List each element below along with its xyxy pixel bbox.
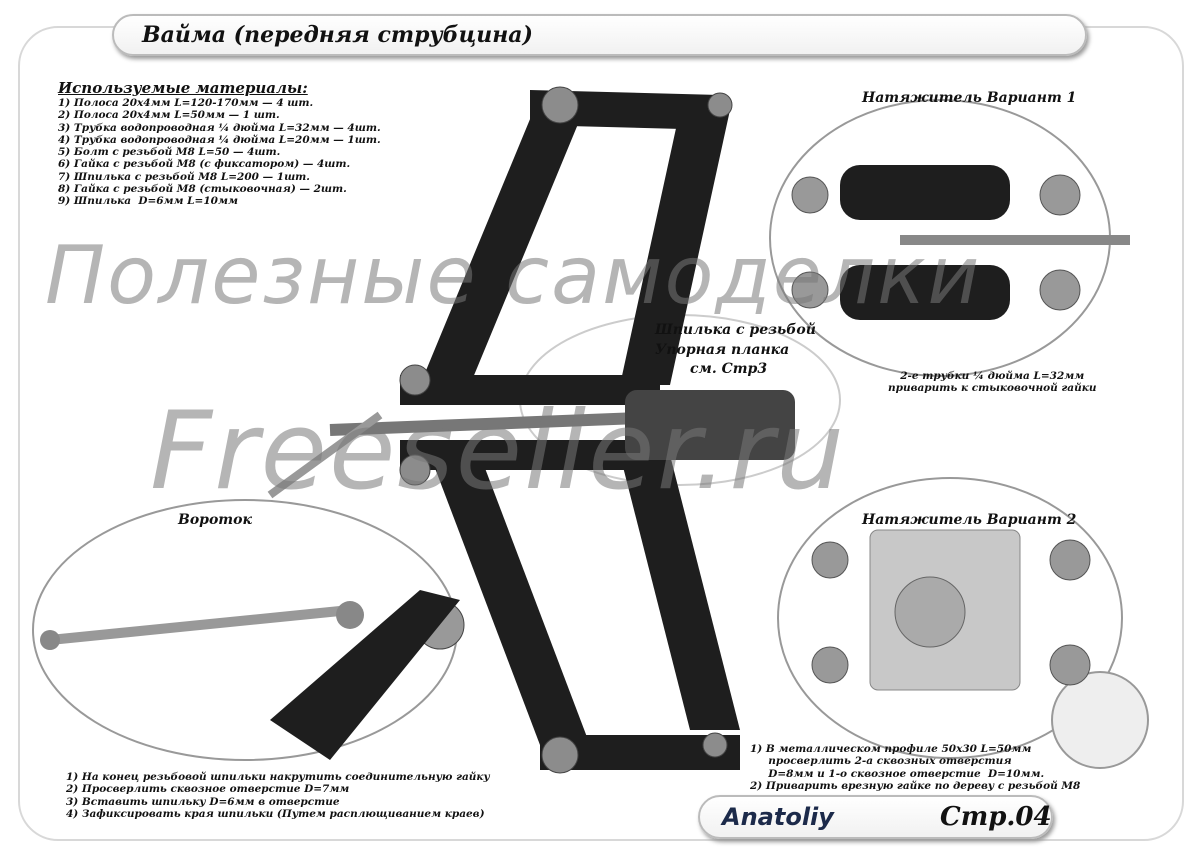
watermark-line1: Полезные самоделки (45, 229, 982, 322)
tensioner2-steps: 1) В металлическом профиле 50х30 L=50мм … (750, 743, 1080, 792)
material-item: 6) Гайка с резьбой М8 (с фиксатором) — 4… (58, 158, 351, 171)
material-item: 7) Шпилька с резьбой М8 L=200 — 1шт. (58, 170, 310, 183)
stop-plate-label: Упорная планка (655, 342, 790, 358)
author-logo: Anatoliy (722, 803, 834, 831)
step: 1) На конец резьбовой шпильки накрутить … (66, 771, 490, 783)
step: D=8мм и 1-о сквозное отверстие D=10мм. (750, 767, 1045, 780)
material-item: 1) Полоса 20х4мм L=120-170мм — 4 шт. (58, 97, 314, 109)
tensioner1-note: 2-е трубки ¼ дюйма L=32мм приварить к ст… (888, 370, 1096, 395)
note-line: 2-е трубки ¼ дюйма L=32мм (900, 370, 1085, 382)
material-item: 8) Гайка с резьбой М8 (стыковочная) — 2ш… (58, 183, 347, 196)
stop-plate (625, 390, 795, 460)
materials-list: Используемые материалы: 1) Полоса 20х4мм… (58, 80, 381, 208)
step: 2) Приварить врезную гайке по дереву с р… (750, 779, 1081, 792)
step: 4) Зафиксировать края шпильки (Путем рас… (66, 807, 485, 820)
footer: Anatoliy Стр.04 (698, 795, 1053, 839)
material-item: 9) Шпилька D=6мм L=10мм (58, 195, 238, 208)
stop-plate-ref: см. Стр3 (690, 361, 768, 377)
watermark-line2: Freeseller.ru (150, 389, 847, 514)
threaded-stud (329, 412, 641, 436)
tensioner2-callout (777, 477, 1123, 759)
material-item: 3) Трубка водопроводная ¼ дюйма L=32мм —… (58, 121, 381, 134)
step: 3) Вставить шпильку D=6мм в отверстие (66, 795, 340, 808)
tensioner2-label: Натяжитель Вариант 2 (862, 512, 1077, 528)
handle-label: Вороток (178, 512, 252, 528)
page-title: Вайма (передняя струбцина) (112, 14, 1087, 56)
note-line: приварить к стыковочной гайки (888, 382, 1097, 395)
page-number: Стр.04 (940, 802, 1052, 832)
material-item: 2) Полоса 20х4мм L=50мм — 1 шт. (58, 109, 280, 122)
step: 2) Просверлить сквозное отверстие D=7мм (66, 783, 350, 796)
tensioner1-label: Натяжитель Вариант 1 (862, 90, 1077, 106)
material-item: 4) Трубка водопроводная ¼ дюйма L=20мм —… (58, 133, 381, 146)
tee-nut-callout (1051, 671, 1149, 769)
clamp-frames (400, 90, 740, 770)
stud-label: Шпилька с резьбой (655, 322, 816, 338)
handle-steps: 1) На конец резьбовой шпильки накрутить … (66, 771, 490, 820)
step: 1) В металлическом профиле 50х30 L=50мм (750, 743, 1032, 755)
step: просверлить 2-а сквозных отверстия (750, 755, 1012, 768)
materials-heading: Используемые материалы: (58, 79, 308, 97)
material-item: 5) Болт с резьбой М8 L=50 — 4шт. (58, 146, 281, 159)
